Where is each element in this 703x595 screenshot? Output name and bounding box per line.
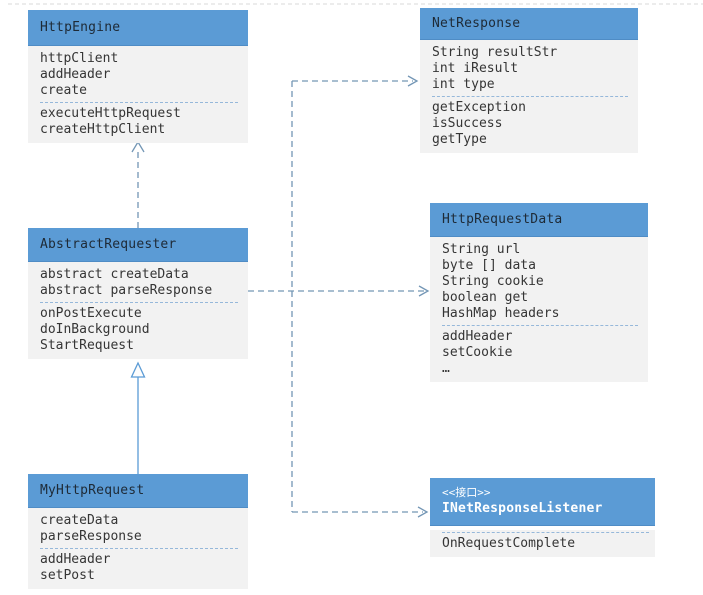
method: setCookie — [442, 345, 513, 360]
attribute: String url — [442, 242, 521, 257]
class-name: HttpEngine — [40, 19, 121, 35]
method: getType — [432, 132, 487, 147]
attribute: String resultStr — [432, 45, 558, 60]
attribute: int iResult — [432, 61, 519, 76]
interface-box-inetresponselistener[interactable]: <<接口>> INetResponseListener OnRequestCom… — [430, 478, 655, 557]
method: isSuccess — [432, 116, 503, 131]
attribute: httpClient — [40, 51, 119, 66]
class-body: String url byte [] data String cookie bo… — [430, 237, 648, 382]
compartment-separator — [442, 325, 638, 326]
class-header: AbstractRequester — [28, 228, 248, 262]
method: createHttpClient — [40, 122, 166, 137]
open-arrowhead-icon — [407, 75, 419, 87]
compartment-separator — [442, 532, 649, 533]
method: StartRequest — [40, 338, 134, 353]
class-header: HttpRequestData — [430, 203, 648, 237]
compartment-separator — [40, 302, 238, 303]
attribute: abstract parseResponse — [40, 283, 213, 298]
class-body: httpClient addHeader create executeHttpR… — [28, 46, 248, 143]
class-box-httpengine[interactable]: HttpEngine httpClient addHeader create e… — [28, 10, 248, 143]
attribute: int type — [432, 77, 495, 92]
class-box-httprequestdata[interactable]: HttpRequestData String url byte [] data … — [430, 203, 648, 382]
open-arrowhead-icon — [418, 285, 430, 297]
connector-abstractrequester-httpengine[interactable] — [131, 140, 145, 228]
compartment-separator — [40, 548, 238, 549]
attribute: create — [40, 83, 87, 98]
method: OnRequestComplete — [442, 536, 576, 551]
class-body: OnRequestComplete — [430, 530, 655, 557]
compartment-separator — [40, 102, 238, 103]
attribute: parseResponse — [40, 529, 142, 544]
class-body: createData parseResponse addHeader setPo… — [28, 508, 248, 589]
class-body: abstract createData abstract parseRespon… — [28, 262, 248, 359]
open-arrowhead-icon — [417, 506, 429, 518]
connector-abstractrequester-trunk[interactable] — [248, 75, 430, 518]
hollow-triangle-arrowhead-icon — [130, 361, 146, 378]
method: onPostExecute — [40, 306, 142, 321]
class-name: NetResponse — [432, 15, 521, 31]
class-name: MyHttpRequest — [40, 482, 145, 498]
open-arrowhead-icon — [131, 140, 145, 153]
interface-stereotype: <<接口>> — [442, 486, 491, 499]
method: doInBackground — [40, 322, 150, 337]
attribute: addHeader — [40, 67, 111, 82]
method: … — [442, 361, 450, 376]
class-box-netresponse[interactable]: NetResponse String resultStr int iResult… — [420, 8, 638, 153]
method: setPost — [40, 568, 95, 583]
class-header: NetResponse — [420, 8, 638, 40]
method: addHeader — [442, 329, 513, 344]
class-box-myhttprequest[interactable]: MyHttpRequest createData parseResponse a… — [28, 474, 248, 589]
attribute: HashMap headers — [442, 306, 560, 321]
method: getException — [432, 100, 526, 115]
class-name: HttpRequestData — [442, 211, 563, 227]
attribute: createData — [40, 513, 119, 528]
class-header: MyHttpRequest — [28, 474, 248, 508]
class-name: AbstractRequester — [40, 236, 177, 252]
attribute: abstract createData — [40, 267, 189, 282]
attribute: boolean get — [442, 290, 529, 305]
class-box-abstractrequester[interactable]: AbstractRequester abstract createData ab… — [28, 228, 248, 359]
compartment-separator — [432, 96, 628, 97]
attribute: byte [] data — [442, 258, 536, 273]
class-name: INetResponseListener — [442, 501, 603, 516]
attribute: String cookie — [442, 274, 544, 289]
method: addHeader — [40, 552, 111, 567]
class-header: HttpEngine — [28, 10, 248, 46]
class-body: String resultStr int iResult int type ge… — [420, 40, 638, 153]
connector-myhttprequest-abstractrequester[interactable] — [130, 361, 146, 474]
interface-header: <<接口>> INetResponseListener — [430, 478, 655, 526]
method: executeHttpRequest — [40, 106, 181, 121]
